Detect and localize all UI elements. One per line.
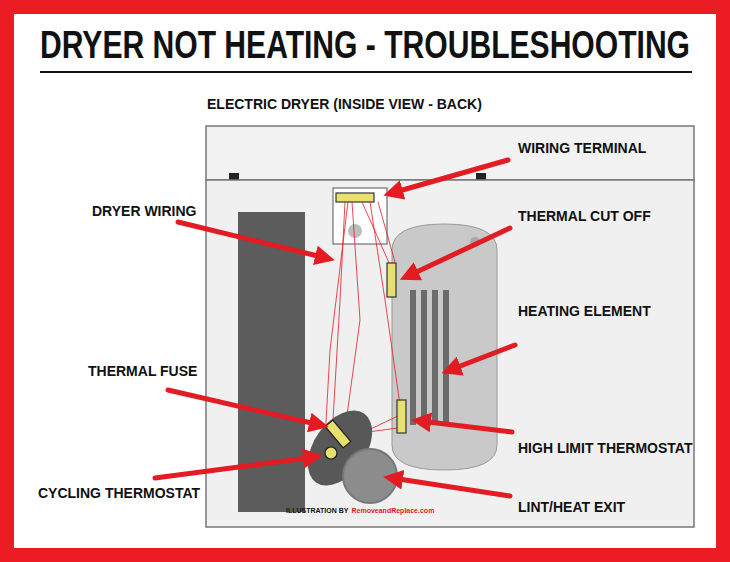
callout-arrows bbox=[155, 160, 515, 496]
page-title: DRYER NOT HEATING - TROUBLESHOOTING bbox=[40, 24, 690, 67]
credit-text: ILLUSTRATION BY bbox=[286, 507, 348, 514]
credit-link: RemoveandReplace.com bbox=[351, 507, 434, 514]
cycling-thermostat bbox=[325, 447, 337, 459]
part-label: DRYER WIRING bbox=[92, 203, 196, 219]
title-underline bbox=[40, 71, 692, 73]
part-label: LINT/HEAT EXIT bbox=[518, 499, 625, 515]
heating-coils bbox=[410, 290, 449, 425]
part-label: THERMAL CUT OFF bbox=[518, 208, 651, 224]
part-label: CYCLING THERMOSTAT bbox=[38, 485, 200, 501]
terminal-box bbox=[333, 188, 387, 244]
part-label: HIGH LIMIT THERMOSTAT bbox=[518, 440, 692, 456]
terminal-post bbox=[348, 224, 362, 238]
thermal-cut-off bbox=[387, 263, 396, 297]
wiring-terminal bbox=[336, 193, 374, 202]
lint-heat-exit bbox=[343, 449, 397, 503]
top-panel bbox=[206, 126, 694, 180]
thermal-fuse bbox=[325, 420, 351, 448]
dryer-wires bbox=[325, 202, 400, 445]
part-label: WIRING TERMINAL bbox=[518, 140, 646, 156]
high-limit-thermostat bbox=[397, 400, 406, 433]
part-label: HEATING ELEMENT bbox=[518, 303, 651, 319]
cabinet bbox=[206, 180, 694, 527]
view-heading: ELECTRIC DRYER (INSIDE VIEW - BACK) bbox=[207, 96, 482, 112]
part-label: THERMAL FUSE bbox=[88, 363, 197, 379]
